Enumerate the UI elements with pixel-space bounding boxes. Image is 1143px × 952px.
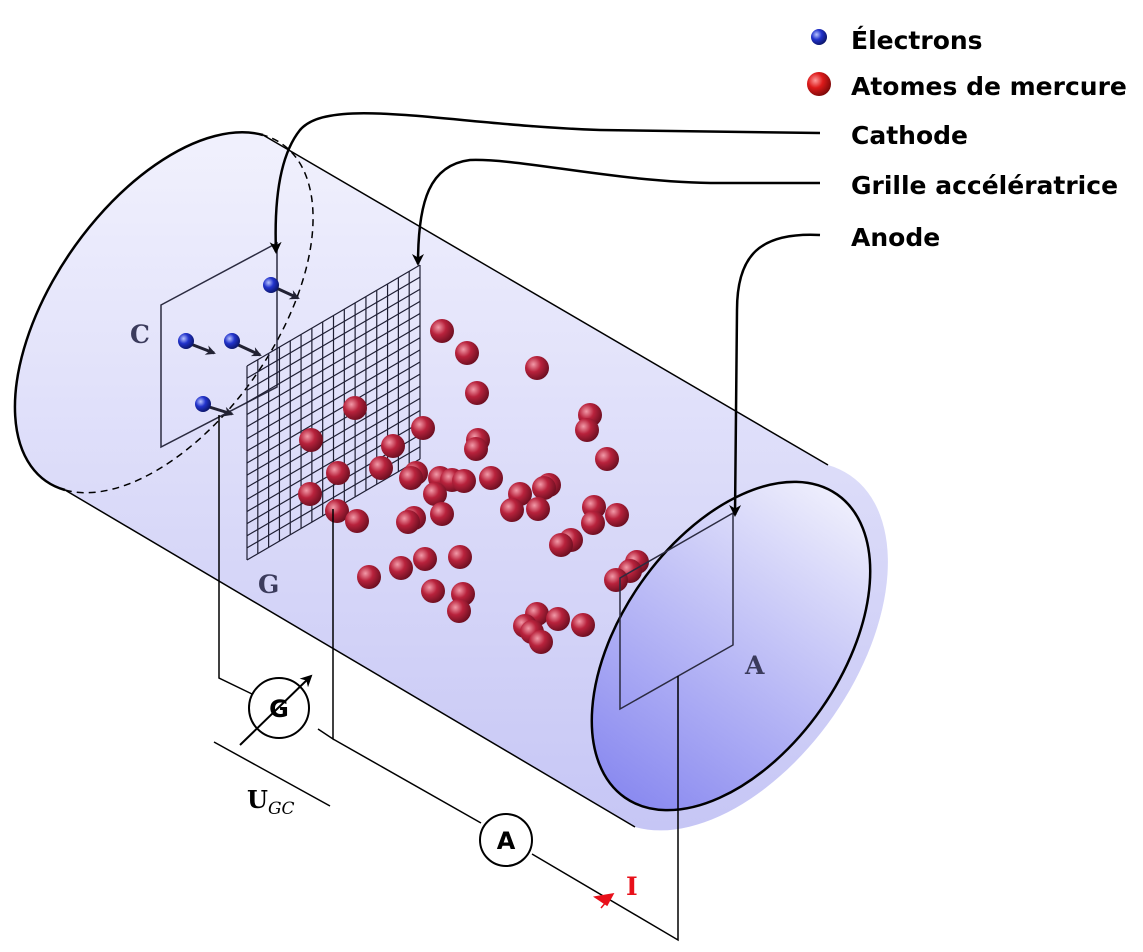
galvanometer-icon: G bbox=[239, 674, 313, 746]
mercury-atom bbox=[581, 511, 605, 535]
anode-leader bbox=[729, 233, 821, 517]
mercury-atom bbox=[325, 499, 349, 523]
mercury-atom bbox=[479, 466, 503, 490]
electron bbox=[263, 277, 279, 293]
electron bbox=[224, 333, 240, 349]
mercury-atom bbox=[343, 396, 367, 420]
grid-line bbox=[246, 373, 421, 476]
mercury-atom bbox=[396, 510, 420, 534]
mercury-atom bbox=[326, 461, 350, 485]
mercury-atom bbox=[357, 565, 381, 589]
mercury-atom bbox=[455, 341, 479, 365]
mercury-atom bbox=[532, 476, 556, 500]
anode-letter: A bbox=[744, 651, 765, 680]
grid-line bbox=[246, 397, 421, 500]
electron bbox=[178, 333, 194, 349]
legend-grid: Grille accélératrice bbox=[851, 171, 1118, 200]
mercury-atom bbox=[529, 630, 553, 654]
ammeter-label: A bbox=[497, 827, 516, 855]
current-label: I bbox=[626, 872, 638, 901]
mercury-atom bbox=[423, 482, 447, 506]
tube-left-cap-hidden-edge bbox=[64, 134, 314, 494]
mercury-atom bbox=[452, 469, 476, 493]
voltage-main: U bbox=[247, 785, 268, 814]
cathode-plate bbox=[160, 241, 278, 449]
legend-electrons: Électrons bbox=[851, 26, 983, 55]
cathode-leader bbox=[269, 112, 821, 254]
mercury-atom bbox=[595, 447, 619, 471]
tube-left-cap-outline bbox=[13, 131, 264, 492]
mercury-atom bbox=[447, 599, 471, 623]
anode-plate bbox=[619, 511, 734, 711]
mercury-atom bbox=[430, 319, 454, 343]
electrons bbox=[178, 277, 300, 417]
mercury-atom bbox=[526, 497, 550, 521]
legend-cathode: Cathode bbox=[851, 121, 968, 150]
circuit-wires bbox=[213, 415, 679, 942]
mercury-atom bbox=[399, 466, 423, 490]
mercury-atom bbox=[413, 547, 437, 571]
tube-bottom-edge bbox=[64, 489, 636, 828]
mercury-atom bbox=[381, 434, 405, 458]
mercury-atom bbox=[575, 418, 599, 442]
mercury-atom bbox=[389, 556, 413, 580]
mercury-atom bbox=[421, 579, 445, 603]
legend-anode: Anode bbox=[851, 223, 940, 252]
legend-mercury-atoms: Atomes de mercure bbox=[851, 72, 1127, 101]
mercury-atoms bbox=[298, 319, 748, 654]
mercury-atom bbox=[465, 381, 489, 405]
mercury-atom bbox=[549, 533, 573, 557]
current-arrow bbox=[593, 893, 615, 909]
grid-line bbox=[246, 409, 421, 513]
grid-line bbox=[246, 385, 421, 488]
electron bbox=[195, 396, 211, 412]
mercury-atom bbox=[430, 502, 454, 526]
mercury-atom bbox=[298, 482, 322, 506]
mercury-atom bbox=[604, 568, 628, 592]
cathode-letter: C bbox=[130, 320, 150, 349]
mercury-atom bbox=[369, 456, 393, 480]
grid-line bbox=[246, 361, 421, 464]
grid-leader bbox=[412, 158, 820, 266]
mercury-atom bbox=[571, 613, 595, 637]
ammeter-icon: A bbox=[479, 813, 533, 867]
legend-atom-marker bbox=[807, 72, 831, 96]
voltage-subscript: GC bbox=[268, 799, 295, 819]
mercury-atom bbox=[605, 503, 629, 527]
legend: Électrons Atomes de mercure Cathode Gril… bbox=[807, 26, 1127, 252]
grid-letter: G bbox=[258, 570, 279, 599]
mercury-atom bbox=[525, 356, 549, 380]
voltage-label: UGC bbox=[247, 785, 295, 819]
mercury-atom bbox=[448, 545, 472, 569]
mercury-atom bbox=[500, 498, 524, 522]
tube-top-edge bbox=[262, 134, 829, 466]
mercury-atom bbox=[546, 607, 570, 631]
electron-arrow bbox=[205, 404, 234, 417]
mercury-atom bbox=[464, 437, 488, 461]
mercury-atom bbox=[345, 509, 369, 533]
mercury-atom bbox=[411, 416, 435, 440]
mercury-atom bbox=[299, 428, 323, 452]
legend-electron-marker bbox=[811, 29, 827, 45]
